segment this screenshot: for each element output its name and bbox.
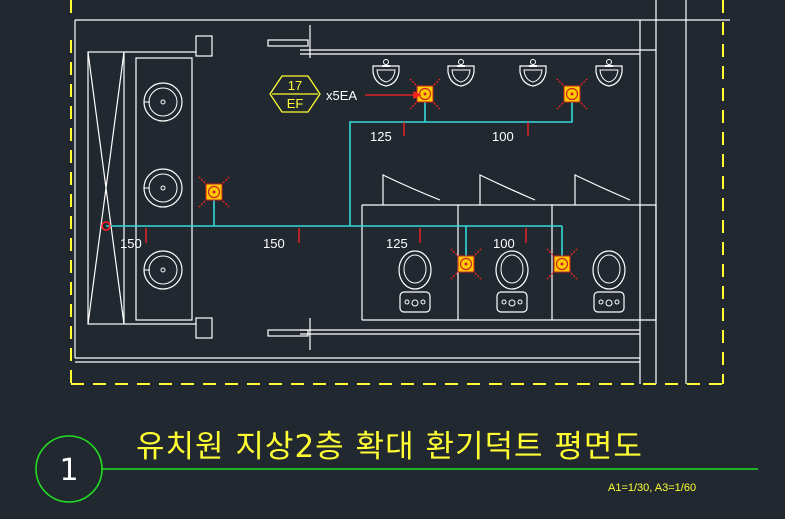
dim-main-left: 150 <box>120 236 142 251</box>
tag-quantity: x5EA <box>326 88 357 103</box>
dim-stall-left: 125 <box>386 236 408 251</box>
dimension-leaders <box>145 90 529 243</box>
dashed-boundary <box>70 0 724 385</box>
tag-number: 17 <box>288 78 302 93</box>
title-number: 1 <box>59 453 78 488</box>
equipment-tag: 17 EF x5EA <box>269 75 357 113</box>
drawing-scale: A1=1/30, A3=1/60 <box>608 482 696 494</box>
tag-code: EF <box>287 96 304 111</box>
dim-stall-right: 100 <box>493 236 515 251</box>
dim-upper-left: 125 <box>370 129 392 144</box>
toilets <box>398 250 626 313</box>
sinks <box>143 82 183 290</box>
duct-lines <box>101 96 573 262</box>
dim-main-mid: 150 <box>263 236 285 251</box>
walls <box>74 0 730 384</box>
page-title: 유치원 지상2층 확대 환기덕트 평면도 <box>136 429 643 465</box>
dim-upper-right: 100 <box>492 129 514 144</box>
title-block: 1 유치원 지상2층 확대 환기덕트 평면도 A1=1/30, A3=1/60 <box>35 429 758 503</box>
